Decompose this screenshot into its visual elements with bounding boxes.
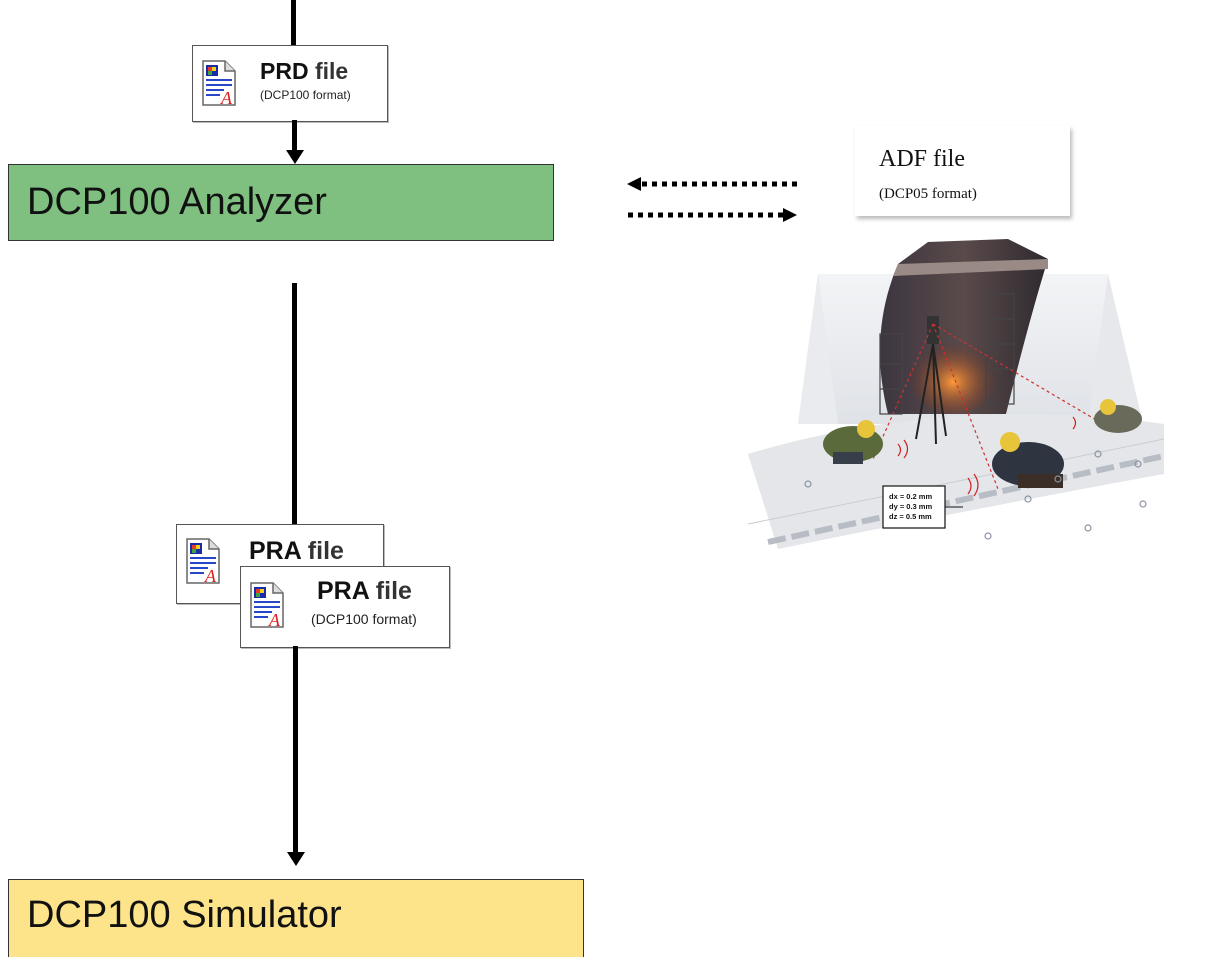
document-icon: A: [250, 582, 284, 629]
flow-line-analyzer-pra: [292, 283, 297, 525]
arrow-down-icon: [287, 852, 305, 866]
svg-text:A: A: [268, 610, 281, 629]
worker-left: [823, 420, 883, 464]
arrow-right-icon: [628, 208, 797, 222]
svg-text:A: A: [204, 566, 217, 585]
measure-readout-box: dx = 0.2 mm dy = 0.3 mm dz = 0.5 mm: [882, 485, 963, 529]
pra-front-file-name: PRA file: [317, 577, 412, 605]
arrow-down-icon: [286, 150, 304, 164]
worker-center: [992, 432, 1064, 488]
prd-file-format: (DCP100 format): [260, 88, 351, 102]
analyzer-label: DCP100 Analyzer: [27, 181, 327, 223]
flow-line-pra-simulator: [293, 646, 298, 854]
document-icon: A: [186, 538, 220, 585]
document-icon: A: [202, 60, 236, 107]
dotted-arrows: [627, 177, 797, 222]
adf-file-format: (DCP05 format): [879, 186, 977, 202]
flow-line-prd-analyzer: [292, 120, 297, 150]
svg-text:A: A: [220, 88, 233, 107]
simulator-label: DCP100 Simulator: [27, 894, 342, 936]
pra-front-file-format: (DCP100 format): [311, 611, 417, 627]
arrow-left-icon: [627, 177, 797, 191]
prd-file-name: PRD file: [260, 58, 349, 84]
pra-back-file-name: PRA file: [249, 537, 344, 565]
readout-line-2: dy = 0.3 mm: [889, 502, 932, 511]
adf-file-card: ADF file (DCP05 format): [855, 126, 1070, 216]
worker-right: [1094, 399, 1142, 433]
readout-line-3: dz = 0.5 mm: [889, 512, 932, 521]
prd-file-card: A PRD file (DCP100 format): [192, 45, 388, 122]
adf-file-name: ADF file: [879, 146, 965, 172]
readout-line-1: dx = 0.2 mm: [889, 492, 932, 501]
simulator-block: DCP100 Simulator: [8, 879, 584, 957]
pra-file-card-front: A PRA file (DCP100 format): [240, 566, 450, 648]
analyzer-block: DCP100 Analyzer: [8, 164, 554, 241]
flow-line-top: [291, 0, 296, 45]
ship-dock-illustration: dx = 0.2 mm dy = 0.3 mm dz = 0.5 mm: [748, 239, 1164, 549]
